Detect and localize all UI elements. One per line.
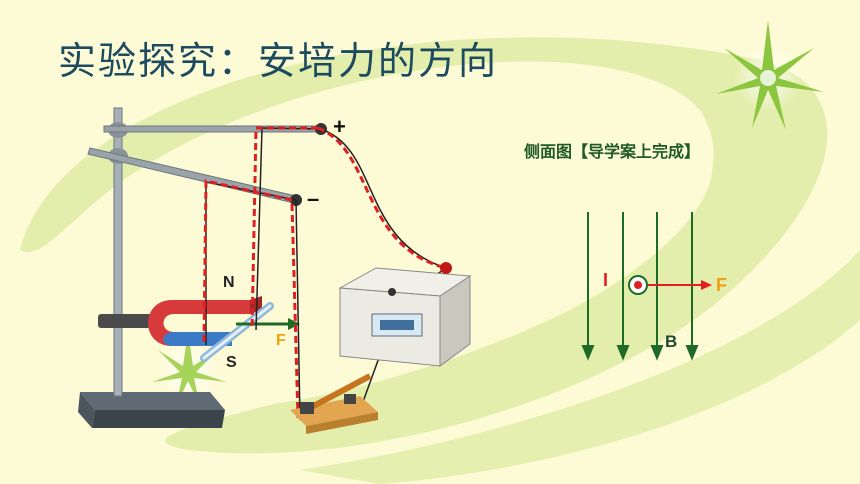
field-lines <box>581 212 699 361</box>
field-line <box>685 212 699 361</box>
rod-force-arrow <box>236 318 300 330</box>
field-label: B <box>665 332 678 351</box>
magnet-clamp <box>98 314 156 328</box>
minus-label: – <box>307 186 320 211</box>
rod-force-label: F <box>276 332 286 349</box>
field-line <box>650 212 664 361</box>
magnet-north-label: N <box>223 274 235 291</box>
side-force-arrow <box>648 280 712 290</box>
swoosh-inner <box>80 100 713 406</box>
stand-base <box>78 392 225 428</box>
knife-switch <box>290 373 378 434</box>
swoosh-bottom <box>300 250 860 484</box>
plus-label: + <box>333 114 346 139</box>
side-view-title: 侧面图【导学案上完成】 <box>524 142 701 161</box>
page-title: 实验探究：安培力的方向 <box>58 39 499 83</box>
current-path <box>202 126 447 419</box>
stand-rod <box>113 107 123 397</box>
current-out-of-page-symbol <box>628 275 648 295</box>
magnet-south-label: S <box>226 354 237 371</box>
current-label: I <box>603 270 609 290</box>
side-force-label: F <box>716 275 727 295</box>
battery <box>338 262 472 367</box>
field-line <box>581 212 595 361</box>
conductor-rod <box>200 302 274 362</box>
star-top-right <box>716 20 824 130</box>
field-line <box>616 212 630 361</box>
battery-terminal <box>440 262 452 274</box>
